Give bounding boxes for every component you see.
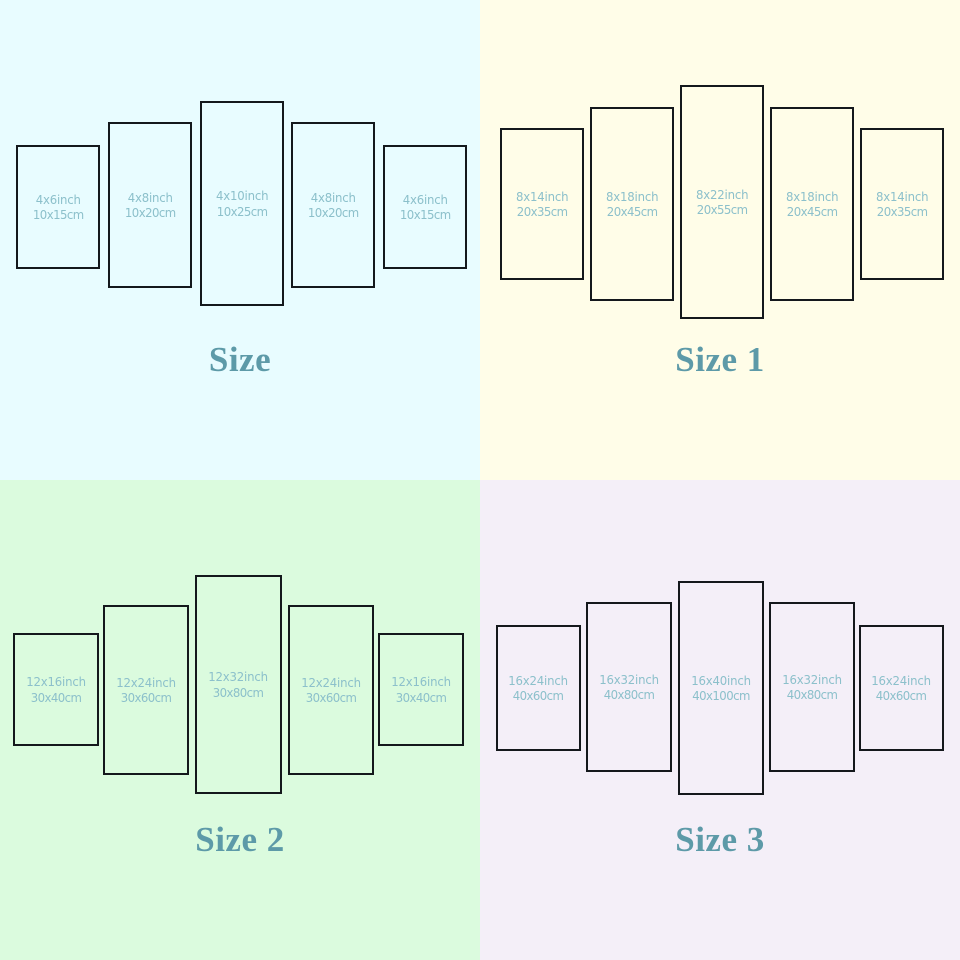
panel-size-cm: 20x35cm [516, 204, 568, 219]
panel-size-cm: 20x45cm [786, 204, 838, 219]
panel-size-inch: 12x16inch [391, 674, 451, 690]
panel-size-cm: 30x40cm [395, 689, 447, 705]
panel-size-cm: 30x80cm [213, 684, 264, 700]
panel-size-inch: 8x14inch [515, 188, 569, 204]
panel-size-inch: 12x32inch [208, 669, 269, 685]
panel-size-cm: 10x15cm [399, 207, 451, 222]
panel-size-cm: 40x60cm [876, 688, 927, 703]
panel-size-inch: 16x24inch [508, 672, 569, 688]
panel-size-inch: 16x32inch [599, 671, 659, 687]
size-group-title: Size [208, 340, 272, 379]
panel-size-inch: 4x8inch [127, 189, 173, 205]
panel-size-inch: 16x32inch [782, 671, 842, 687]
panel-size-cm: 30x40cm [30, 689, 82, 705]
panel-size-inch: 8x22inch [695, 186, 749, 202]
panel-size-inch: 8x18inch [785, 188, 839, 204]
panel-size-inch: 4x8inch [310, 189, 356, 205]
panel-size-cm: 20x35cm [876, 204, 928, 219]
panel-size-cm: 10x25cm [216, 203, 268, 219]
panel-size-cm: 40x80cm [603, 687, 655, 702]
panel-size-inch: 8x18inch [605, 188, 659, 204]
panel-size-inch: 4x6inch [35, 191, 81, 207]
panel-size-inch: 12x24inch [116, 674, 176, 690]
panel-size-cm: 20x45cm [606, 204, 658, 219]
panel-size-cm: 40x80cm [786, 687, 838, 702]
panel-size-cm: 20x55cm [696, 202, 748, 217]
panel-size-cm: 30x60cm [305, 690, 357, 705]
panel-size-inch: 16x40inch [691, 672, 751, 688]
panel-size-cm: 40x100cm [692, 688, 750, 703]
panel-size-inch: 4x10inch [215, 188, 269, 204]
size-group-title: Size 1 [675, 340, 765, 379]
panel-size-cm: 10x15cm [32, 207, 84, 222]
panel-size-cm: 30x60cm [120, 690, 172, 705]
panel-size-inch: 8x14inch [875, 188, 929, 204]
panel-size-cm: 40x60cm [513, 688, 564, 703]
panel-size-inch: 12x16inch [26, 674, 86, 690]
panel-size-inch: 4x6inch [402, 191, 448, 207]
size-group-title: Size 2 [195, 820, 285, 859]
panel-size-cm: 10x20cm [307, 205, 359, 220]
size-group-title: Size 3 [675, 820, 765, 859]
panel-size-cm: 10x20cm [124, 205, 176, 220]
panel-size-inch: 16x24inch [871, 672, 932, 688]
panel-size-inch: 12x24inch [301, 674, 361, 690]
